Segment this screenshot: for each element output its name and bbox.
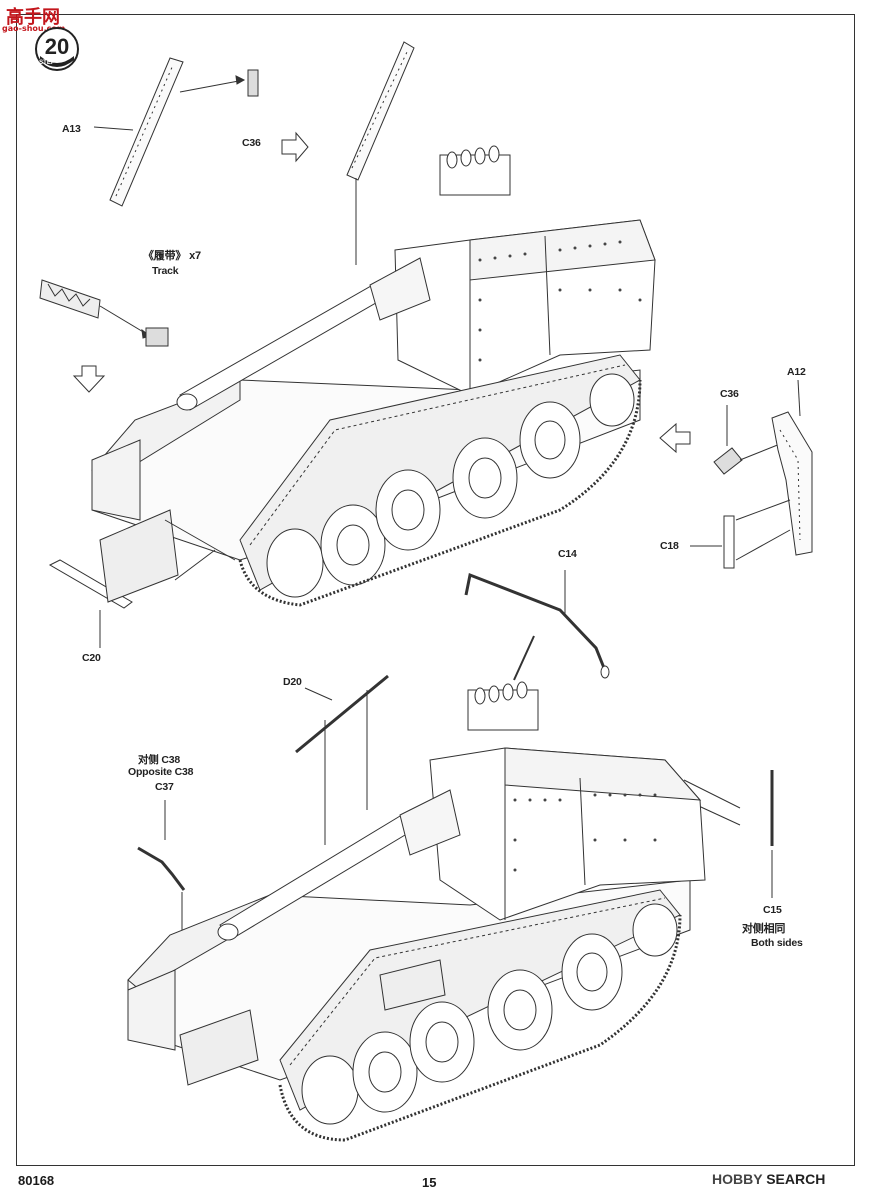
- page-number: 15: [422, 1175, 437, 1190]
- label-c14: C14: [558, 548, 577, 560]
- part-d20: [295, 674, 389, 845]
- part-a13-panel: [93, 57, 184, 207]
- label-c36-top: C36: [242, 137, 261, 149]
- part-c14: [464, 570, 610, 681]
- label-c20: C20: [82, 652, 101, 664]
- brand-watermark: HOBBY SEARCH: [712, 1171, 826, 1187]
- label-opposite-en: Opposite C38: [128, 766, 194, 778]
- label-d20: D20: [283, 676, 302, 688]
- part-track-links: [39, 279, 169, 347]
- part-c36-top: [179, 69, 259, 97]
- page-border: [16, 14, 855, 1166]
- part-c18: [690, 499, 791, 569]
- part-c20: [48, 509, 236, 648]
- label-c18: C18: [660, 540, 679, 552]
- label-c36-right: C36: [720, 388, 739, 400]
- vehicle-upper: [91, 145, 656, 607]
- part-a12-panel: [771, 379, 813, 556]
- watermark-url: gao-shou.com: [2, 24, 66, 33]
- step-badge-icon: 20 STEP: [35, 27, 79, 71]
- label-both-en: Both sides: [751, 937, 803, 949]
- watermark-logo: 高手网: [6, 7, 60, 28]
- part-c36-right: [713, 405, 791, 475]
- label-track-en: Track: [152, 265, 179, 277]
- label-both-cn: 对侧相同: [742, 923, 786, 935]
- label-opposite-cn: 对侧 C38: [138, 754, 180, 766]
- label-track-cn: 《履带》 x7: [143, 250, 201, 262]
- label-c37: C37: [155, 781, 174, 793]
- arrow-left-icon: [659, 422, 691, 454]
- label-c15: C15: [763, 904, 782, 916]
- label-a12: A12: [787, 366, 806, 378]
- vehicle-lower: [127, 681, 706, 1142]
- arrow-down-icon: [72, 365, 106, 393]
- svg-text:STEP: STEP: [39, 60, 55, 66]
- svg-text:20: 20: [45, 34, 69, 59]
- step-badge: 20 STEP: [34, 26, 80, 72]
- product-code: 80168: [18, 1173, 55, 1188]
- label-a13: A13: [62, 123, 81, 135]
- arrow-right-icon: [281, 131, 309, 163]
- part-a13-installed: [346, 41, 415, 265]
- label-track-count: x7: [189, 250, 201, 262]
